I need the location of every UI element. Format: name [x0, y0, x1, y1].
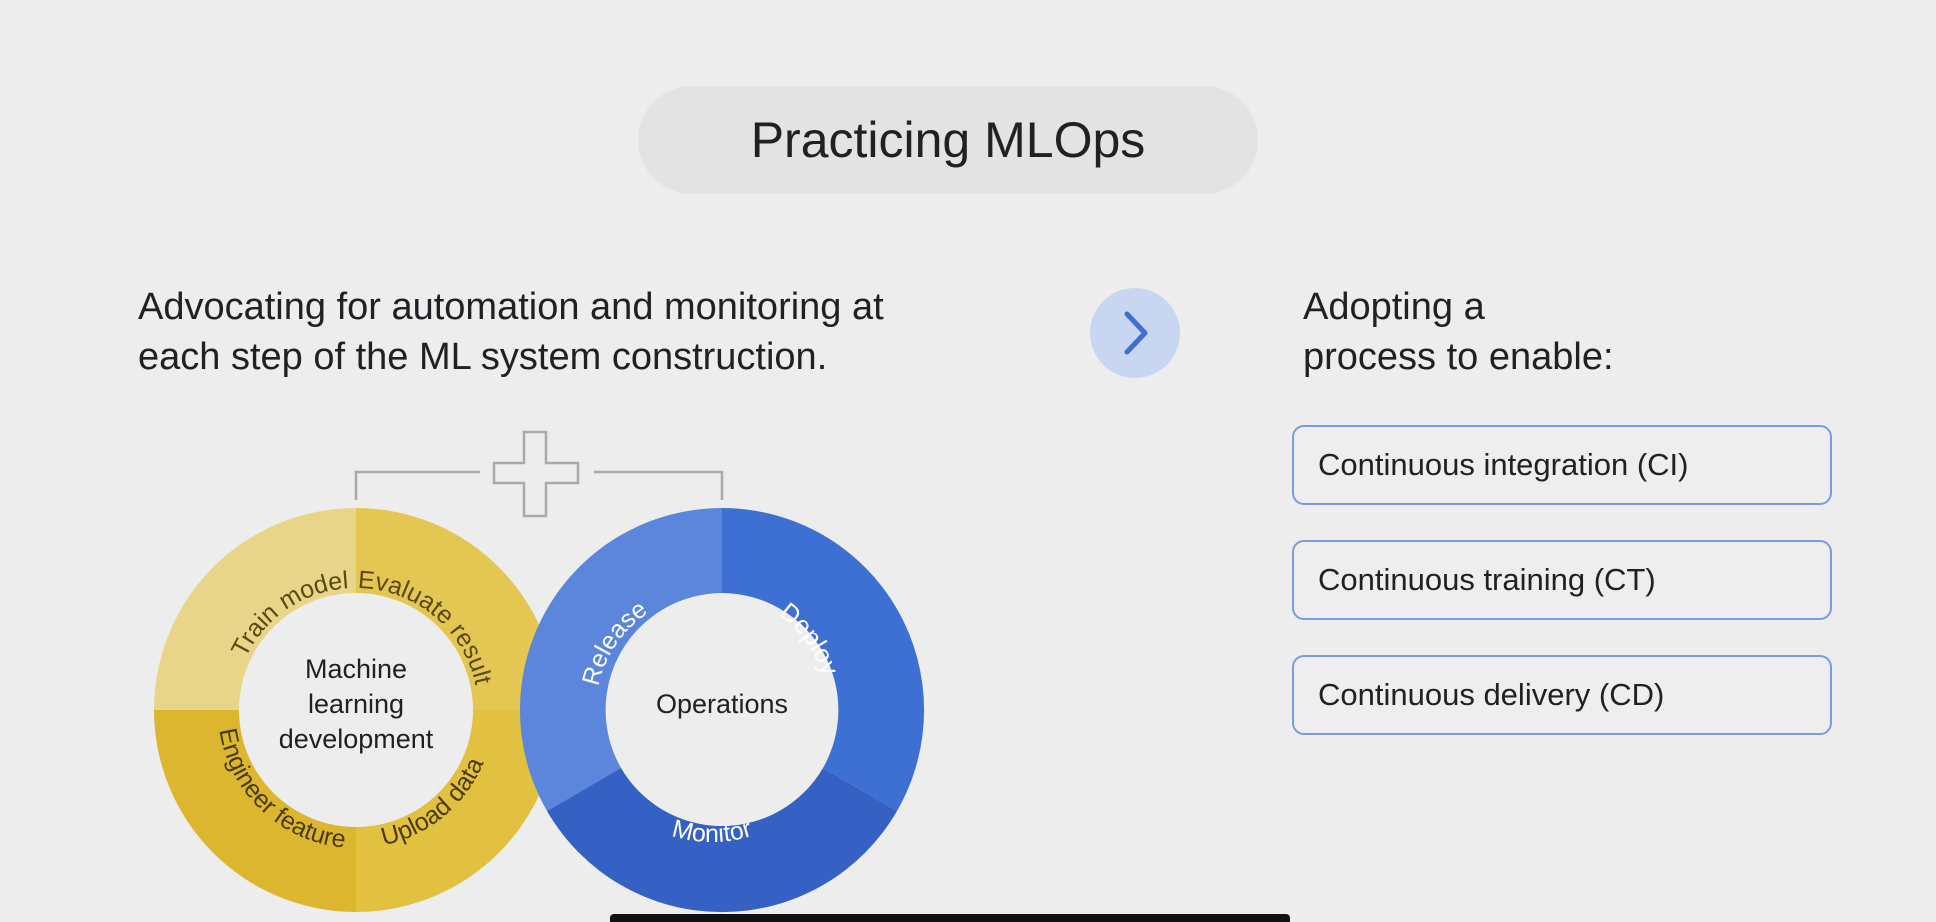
chevron-right-icon	[1124, 311, 1148, 355]
process-label-cd: Continuous delivery (CD)	[1318, 677, 1665, 712]
title-pill: Practicing MLOps	[638, 86, 1258, 194]
svg-text:Monitor: Monitor	[670, 814, 755, 848]
ml-center-line-3: development	[279, 724, 434, 754]
ring-segment-engineer-feature	[154, 710, 356, 912]
right-description: Adopting a process to enable:	[1303, 282, 1803, 382]
process-box-ci: Continuous integration (CI)	[1292, 425, 1832, 505]
ml-center-line-2: learning	[308, 689, 404, 719]
next-button[interactable]	[1090, 288, 1180, 378]
ring-segment-evaluate-result	[356, 508, 558, 710]
ring-segment-upload-data	[356, 710, 558, 912]
step-label-monitor: Monitor	[670, 814, 755, 848]
ml-center-line-1: Machine	[305, 654, 407, 684]
left-description-line-2: each step of the ML system construction.	[138, 336, 828, 378]
left-description: Advocating for automation and monitoring…	[138, 282, 1038, 382]
video-control-bar	[610, 914, 1290, 922]
process-box-ct: Continuous training (CT)	[1292, 540, 1832, 620]
ring-segment-deploy	[722, 507, 925, 811]
right-description-line-1: Adopting a	[1303, 286, 1485, 328]
ops-center-label: Operations	[656, 689, 788, 719]
ring-segment-monitor	[547, 768, 897, 913]
page-title: Practicing MLOps	[750, 112, 1146, 168]
ring-segment-train-model	[154, 508, 356, 710]
ml-development-ring	[154, 508, 558, 912]
operations-ring	[519, 507, 925, 913]
process-label-ct: Continuous training (CT)	[1318, 562, 1656, 597]
process-box-cd: Continuous delivery (CD)	[1292, 655, 1832, 735]
ring-segment-release	[519, 508, 722, 811]
right-description-line-2: process to enable:	[1303, 336, 1614, 378]
process-label-ci: Continuous integration (CI)	[1318, 447, 1689, 482]
plus-icon	[492, 430, 580, 518]
left-description-line-1: Advocating for automation and monitoring…	[138, 286, 884, 328]
connector-bracket	[354, 430, 724, 518]
